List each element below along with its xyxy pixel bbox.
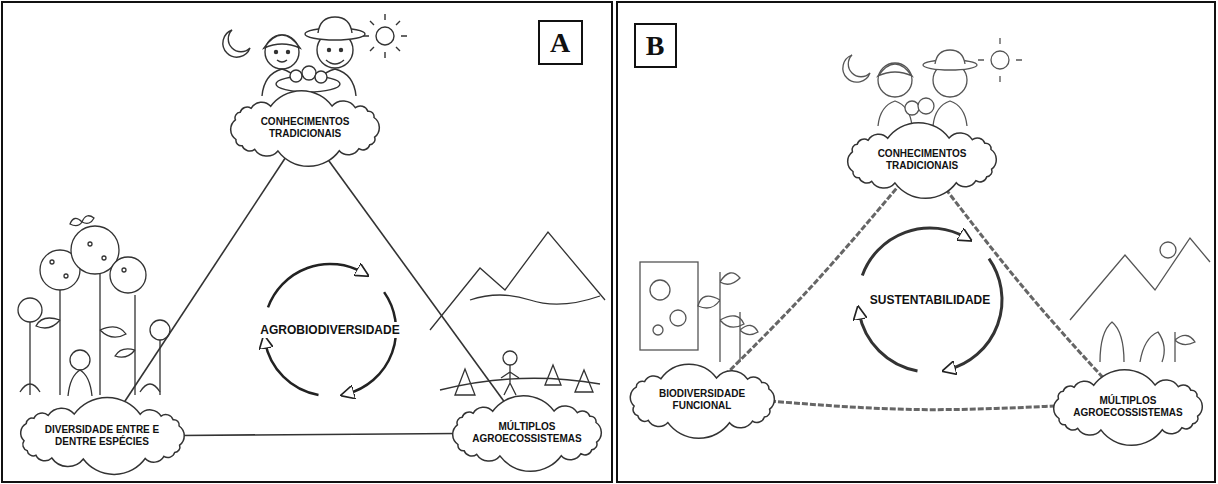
concept-text: MÚLTIPLOS AGROECOSSISTEMAS [471,421,583,446]
cloud-outline [1054,369,1203,445]
text-holder: CONHECIMENTOS TRADICIONAIS [866,148,978,173]
rope-connector [723,182,902,377]
line-connector [321,150,510,410]
cloud-outline [453,395,602,471]
rope-connector [770,401,1058,410]
cloud-outline [21,397,185,474]
landscape-drawing [430,232,605,395]
panel-letter-box: B [634,23,677,68]
farmers-drawing [223,14,407,96]
farmers-drawing [843,38,1022,126]
concept-cloud: DIVERSIDADE ENTRE E DENTRE ESPÉCIES [16,406,188,467]
text-holder: MÚLTIPLOS AGROECOSSISTEMAS [471,421,583,446]
central-concept: AGROBIODIVERSIDADE [257,322,402,338]
line-connector [117,150,290,413]
cycle-arrows [859,228,1002,371]
concept-text: BIODIVERSIDADE FUNCIONAL [648,388,756,413]
concept-cloud: BIODIVERSIDADE FUNCIONAL [626,370,778,431]
concept-text: CONHECIMENTOS TRADICIONAIS [866,148,978,173]
text-holder: BIODIVERSIDADE FUNCIONAL [648,388,756,413]
concept-text: MÚLTIPLOS AGROECOSSISTEMAS [1072,395,1184,420]
cloud-outline [630,364,774,438]
rope-connector [941,182,1110,384]
plants-drawing [18,216,170,396]
concept-cloud: MÚLTIPLOS AGROECOSSISTEMAS [449,403,605,464]
text-holder: DIVERSIDADE ENTRE E DENTRE ESPÉCIES [38,424,166,449]
text-holder: CONHECIMENTOS TRADICIONAIS [249,116,361,141]
panel-frame [617,2,1215,482]
concept-cloud: CONHECIMENTOS TRADICIONAIS [844,130,1000,191]
concept-cloud: CONHECIMENTOS TRADICIONAIS [227,98,383,159]
text-holder: B [646,28,665,63]
text-holder: MÚLTIPLOS AGROECOSSISTEMAS [1072,395,1184,420]
panel-letter-box: A [538,20,583,65]
concept-text: CONHECIMENTOS TRADICIONAIS [249,116,361,141]
panel-frame [2,2,612,482]
landscape-drawing [1070,238,1210,362]
cloud-outline [231,90,380,166]
panel-letter: A [550,25,570,60]
central-concept: SUSTENTABILIDADE [867,292,993,308]
plants-drawing [640,262,758,362]
text-holder: A [550,25,570,60]
concept-text: DIVERSIDADE ENTRE E DENTRE ESPÉCIES [38,424,166,449]
concept-cloud: MÚLTIPLOS AGROECOSSISTEMAS [1050,377,1206,438]
line-connector [180,433,457,435]
cloud-outline [848,122,997,198]
panel-letter: B [646,28,665,63]
